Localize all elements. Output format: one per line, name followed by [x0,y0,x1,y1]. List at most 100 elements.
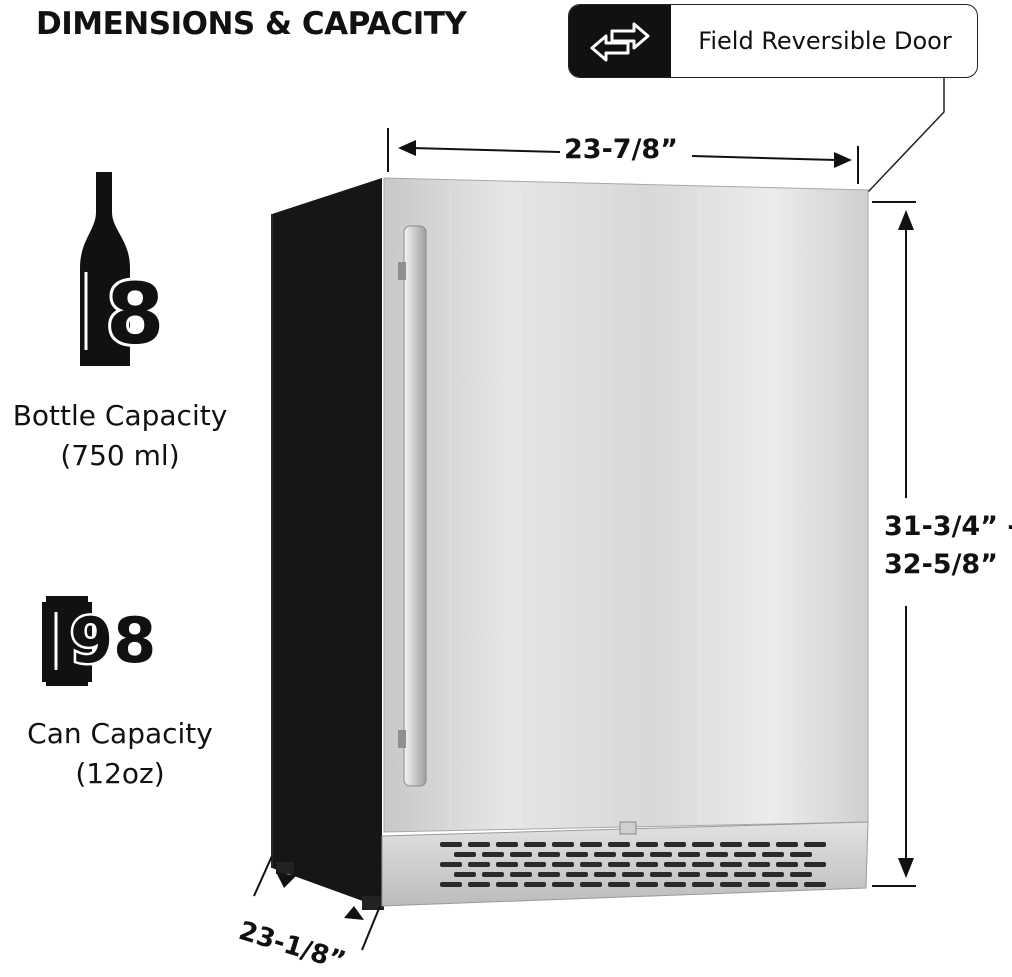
beverage-can-icon [42,596,92,686]
vent-slot [608,882,630,887]
vent-slot [524,862,546,867]
door-handle-mount [398,730,406,748]
can-capacity-title: Can Capacity [27,717,213,750]
width-arrow-right [834,152,852,168]
vent-slot [804,862,826,867]
vent-slot [496,882,518,887]
vent-slot [692,862,714,867]
vent-slot [454,872,476,877]
vent-slot [678,872,700,877]
bottle-capacity-volume: (750 ml) [60,439,180,472]
vent-slot [468,882,490,887]
callout-leader-line [867,78,945,193]
vent-slot [720,882,742,887]
vent-slot [468,862,490,867]
vent-slot [636,842,658,847]
vent-slot [440,862,462,867]
door-handle-mount [398,262,406,280]
depth-arrow-front [344,906,364,920]
feature-callout: Field Reversible Door [568,4,978,78]
height-arrow-top [898,210,914,230]
vent-grille [440,842,826,887]
page-title: DIMENSIONS & CAPACITY [36,6,467,42]
can-capacity-size: (12oz) [75,757,165,790]
fridge-door [383,177,869,833]
vent-slot [790,872,812,877]
cabinet-foot [362,896,384,910]
vent-slot [804,842,826,847]
cabinet-foot [276,862,294,874]
vent-slot [496,862,518,867]
vent-slot [720,842,742,847]
vent-slot [706,872,728,877]
double-arrow-icon [569,5,671,77]
cabinet-side [272,178,382,908]
height-dimension-max: 32-5/8” [884,549,998,580]
vent-slot [594,872,616,877]
vent-slot [538,872,560,877]
can-capacity-label: Can Capacity (12oz) [0,714,240,794]
vent-slot [734,872,756,877]
width-arrow-left [398,140,416,156]
vent-slot [776,862,798,867]
vent-slot [762,852,784,857]
vent-slot [636,882,658,887]
vent-slot [496,842,518,847]
height-dimension-label: 31-3/4” - 32-5/8” [884,508,1012,584]
vent-slot [804,882,826,887]
vent-slot [650,872,672,877]
vent-slot [748,842,770,847]
vent-slot [552,882,574,887]
vent-slot [608,862,630,867]
depth-arrow-back [276,872,296,888]
vent-slot [524,882,546,887]
feature-callout-label: Field Reversible Door [698,27,952,55]
vent-slot [608,842,630,847]
vent-slot [552,842,574,847]
vent-slot [482,852,504,857]
vent-slot [748,882,770,887]
vent-slot [510,872,532,877]
vent-slot [748,862,770,867]
vent-slot [664,842,686,847]
vent-slot [440,882,462,887]
bottle-capacity-title: Bottle Capacity [12,399,228,432]
vent-slot [524,842,546,847]
lock-tab [619,821,637,835]
vent-slot [790,852,812,857]
vent-slot [692,842,714,847]
vent-slot [664,882,686,887]
vent-slot [776,882,798,887]
vent-slot [538,852,560,857]
vent-slot [454,852,476,857]
door-handle [403,225,427,787]
vent-slot [650,852,672,857]
vent-slot [566,872,588,877]
vent-slot [580,862,602,867]
vent-slot [622,852,644,857]
vent-slot [678,852,700,857]
bottle-capacity-label: Bottle Capacity (750 ml) [0,396,240,476]
vent-slot [482,872,504,877]
vent-slot [734,852,756,857]
vent-slot [440,842,462,847]
vent-slot [706,852,728,857]
vent-slot [552,862,574,867]
vent-slot [622,872,644,877]
vent-slot [692,882,714,887]
wine-bottle-icon [80,172,130,366]
vent-slot [566,852,588,857]
can-capacity-number: 98 [67,604,158,677]
vent-slot [468,842,490,847]
vent-slot [594,852,616,857]
vent-slot [762,872,784,877]
height-arrow-bottom [898,858,914,878]
vent-slot [580,882,602,887]
height-dimension-min: 31-3/4” - [884,511,1012,542]
vent-slot [664,862,686,867]
width-dimension-label: 23-7/8” [564,134,678,165]
vent-slot [510,852,532,857]
vent-slot [580,842,602,847]
bottle-capacity-number: 8 [103,265,168,363]
